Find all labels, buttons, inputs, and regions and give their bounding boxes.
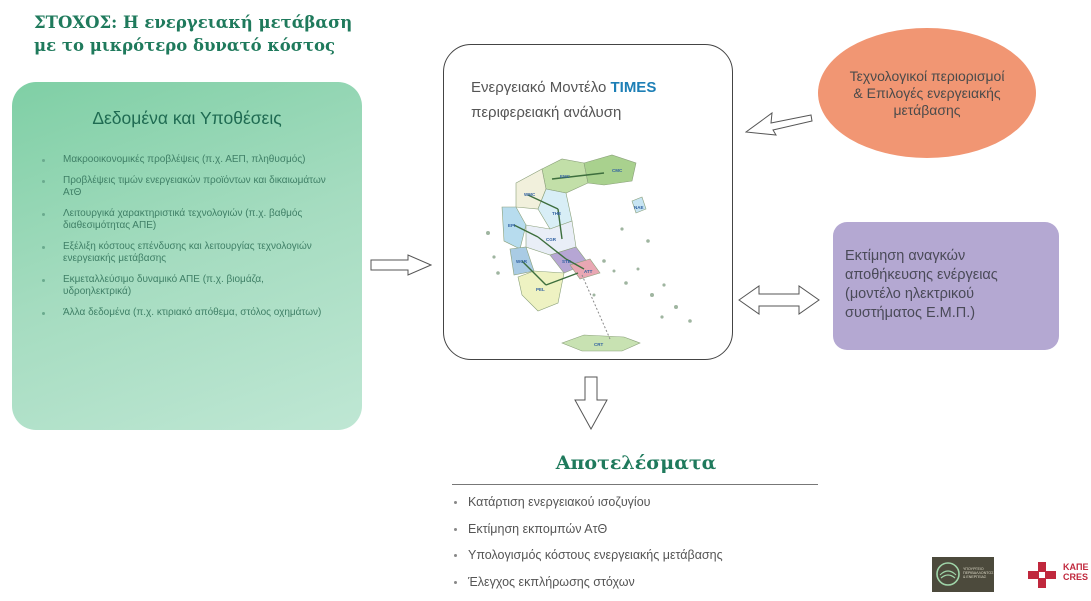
data-assumptions-box: Δεδομένα και Υποθέσεις Μακροοικονομικές …	[12, 82, 362, 430]
list-item-text: Προβλέψεις τιμών ενεργειακών προϊόντων κ…	[63, 175, 326, 198]
data-item-tech-characteristics: Λειτουργικά χαρακτηριστικά τεχνολογιών (…	[42, 208, 332, 232]
bullet	[454, 580, 457, 584]
data-item-res-potential: Εκμεταλλεύσιμο δυναμικό ΑΠΕ (π.χ. βιομάζ…	[42, 274, 332, 298]
map-label-epi: EPI	[508, 223, 515, 228]
bullet	[42, 246, 45, 249]
bullet	[454, 554, 457, 557]
map-region-att	[569, 258, 601, 280]
tech-constraints-ellipse: Τεχνολογικοί περιορισμοί & Επιλογές ενερ…	[818, 28, 1036, 158]
ministry-logo: ΥΠΟΥΡΓΕΙΟ ΠΕΡΙΒΑΛΛΟΝΤΟΣ & ΕΝΕΡΓΕΙΑΣ	[932, 557, 994, 592]
map-region-crt	[561, 334, 641, 352]
goal-line-1: ΣΤΟΧΟΣ: Η ενεργειακή μετάβαση	[34, 13, 353, 32]
map-label-emc: EMC	[560, 174, 571, 179]
data-assumptions-title: Δεδομένα και Υποθέσεις	[92, 108, 282, 128]
results-title: Αποτελέσματα	[555, 452, 717, 474]
map-region-nae	[631, 196, 647, 214]
map-label-nae: NAE	[634, 205, 644, 210]
map-region-epi	[501, 206, 527, 250]
ministry-emblem-icon	[936, 562, 960, 586]
map-label-wmc: WMC	[524, 192, 536, 197]
arrow-right-icon	[370, 254, 432, 276]
map-label-crt: CRT	[594, 342, 603, 347]
map-region-cmc	[583, 154, 637, 186]
map-islands	[486, 227, 692, 323]
list-item-text: Άλλα δεδομένα (π.χ. κτιριακό απόθεμα, στ…	[63, 307, 322, 318]
storage-assessment-box: Εκτίμηση αναγκών αποθήκευσης ενέργειας (…	[833, 222, 1059, 350]
bullet	[42, 159, 45, 162]
storage-assessment-text: Εκτίμηση αναγκών αποθήκευσης ενέργειας (…	[845, 248, 998, 321]
cres-emblem-icon	[1028, 562, 1056, 588]
data-item-other: Άλλα δεδομένα (π.χ. κτιριακό απόθεμα, στ…	[42, 307, 332, 319]
goal-line-2: με το μικρότερο δυνατό κόστος	[34, 36, 336, 55]
data-item-prices: Προβλέψεις τιμών ενεργειακών προϊόντων κ…	[42, 175, 332, 199]
list-item-text: Κατάρτιση ενεργειακού ισοζυγίου	[468, 495, 651, 509]
ministry-logo-text: ΥΠΟΥΡΓΕΙΟ ΠΕΡΙΒΑΛΛΟΝΤΟΣ & ΕΝΕΡΓΕΙΑΣ	[963, 567, 994, 580]
map-crete-interconnection	[581, 274, 611, 340]
list-item-text: Υπολογισμός κόστους ενεργειακής μετάβαση…	[468, 548, 723, 562]
arrow-double-icon	[738, 285, 820, 315]
arrow-down-left-icon	[745, 111, 813, 136]
map-label-ste: STE	[562, 259, 571, 264]
cres-logo: ΚΑΠΕ CRES	[1023, 557, 1091, 592]
arrow-down-icon	[574, 376, 608, 430]
bullet	[454, 527, 457, 531]
model-title-times: TIMES	[610, 79, 657, 96]
data-item-macro: Μακροοικονομικές προβλέψεις (π.χ. ΑΕΠ, π…	[42, 154, 332, 166]
list-item-text: Λειτουργικά χαρακτηριστικά τεχνολογιών (…	[63, 208, 303, 231]
model-title: Ενεργειακό Μοντέλο TIMES περιφερειακή αν…	[471, 75, 656, 125]
list-item-text: Εκμεταλλεύσιμο δυναμικό ΑΠΕ (π.χ. βιομάζ…	[63, 274, 264, 297]
list-item-text: Έλεγχος εκπλήρωσης στόχων	[468, 574, 635, 589]
results-item-balance: Κατάρτιση ενεργειακού ισοζυγίου	[454, 495, 723, 510]
model-subtitle: περιφερειακή ανάλυση	[471, 104, 622, 121]
results-item-targets: Έλεγχος εκπλήρωσης στόχων	[454, 575, 723, 590]
cres-logo-line-1: ΚΑΠΕ	[1063, 562, 1089, 572]
results-item-cost: Υπολογισμός κόστους ενεργειακής μετάβαση…	[454, 548, 723, 563]
cres-logo-text: ΚΑΠΕ CRES	[1063, 562, 1089, 582]
cres-logo-line-2: CRES	[1063, 572, 1089, 582]
greece-regions-map: EMC CMC WMC THE EPI WGR CGR STE ATT PEL …	[486, 154, 692, 352]
bullet	[454, 501, 457, 504]
map-label-cmc: CMC	[612, 168, 623, 173]
tech-constraints-text: Τεχνολογικοί περιορισμοί & Επιλογές ενερ…	[849, 67, 1005, 118]
list-item-text: Μακροοικονομικές προβλέψεις (π.χ. ΑΕΠ, π…	[63, 154, 306, 165]
model-title-prefix: Ενεργειακό Μοντέλο	[471, 79, 611, 96]
bullet	[42, 180, 45, 183]
map-label-pel: PEL	[536, 287, 545, 292]
data-assumptions-list: Μακροοικονομικές προβλέψεις (π.χ. ΑΕΠ, π…	[42, 154, 332, 328]
list-item-text: Εξέλιξη κόστους επένδυσης και λειτουργία…	[63, 241, 312, 264]
map-transmission-lines	[513, 172, 605, 286]
map-region-the	[537, 188, 573, 230]
map-label-the: THE	[552, 211, 561, 216]
map-region-pel	[517, 270, 565, 312]
times-model-box: Ενεργειακό Μοντέλο TIMES περιφερειακή αν…	[443, 44, 733, 360]
bullet	[42, 213, 45, 216]
bullet	[42, 312, 45, 315]
list-item-text: Εκτίμηση εκπομπών ΑτΘ	[468, 521, 608, 536]
map-label-cgr: CGR	[546, 237, 557, 242]
bullet	[42, 279, 45, 282]
results-divider	[452, 484, 818, 485]
results-list: Κατάρτιση ενεργειακού ισοζυγίου Εκτίμηση…	[454, 495, 723, 601]
map-label-wgr: WGR	[516, 259, 528, 264]
data-item-investment-cost: Εξέλιξη κόστους επένδυσης και λειτουργία…	[42, 241, 332, 265]
results-item-emissions: Εκτίμηση εκπομπών ΑτΘ	[454, 522, 723, 537]
goal-heading: ΣΤΟΧΟΣ: Η ενεργειακή μετάβαση με το μικρ…	[34, 11, 374, 57]
map-label-att: ATT	[584, 269, 593, 274]
